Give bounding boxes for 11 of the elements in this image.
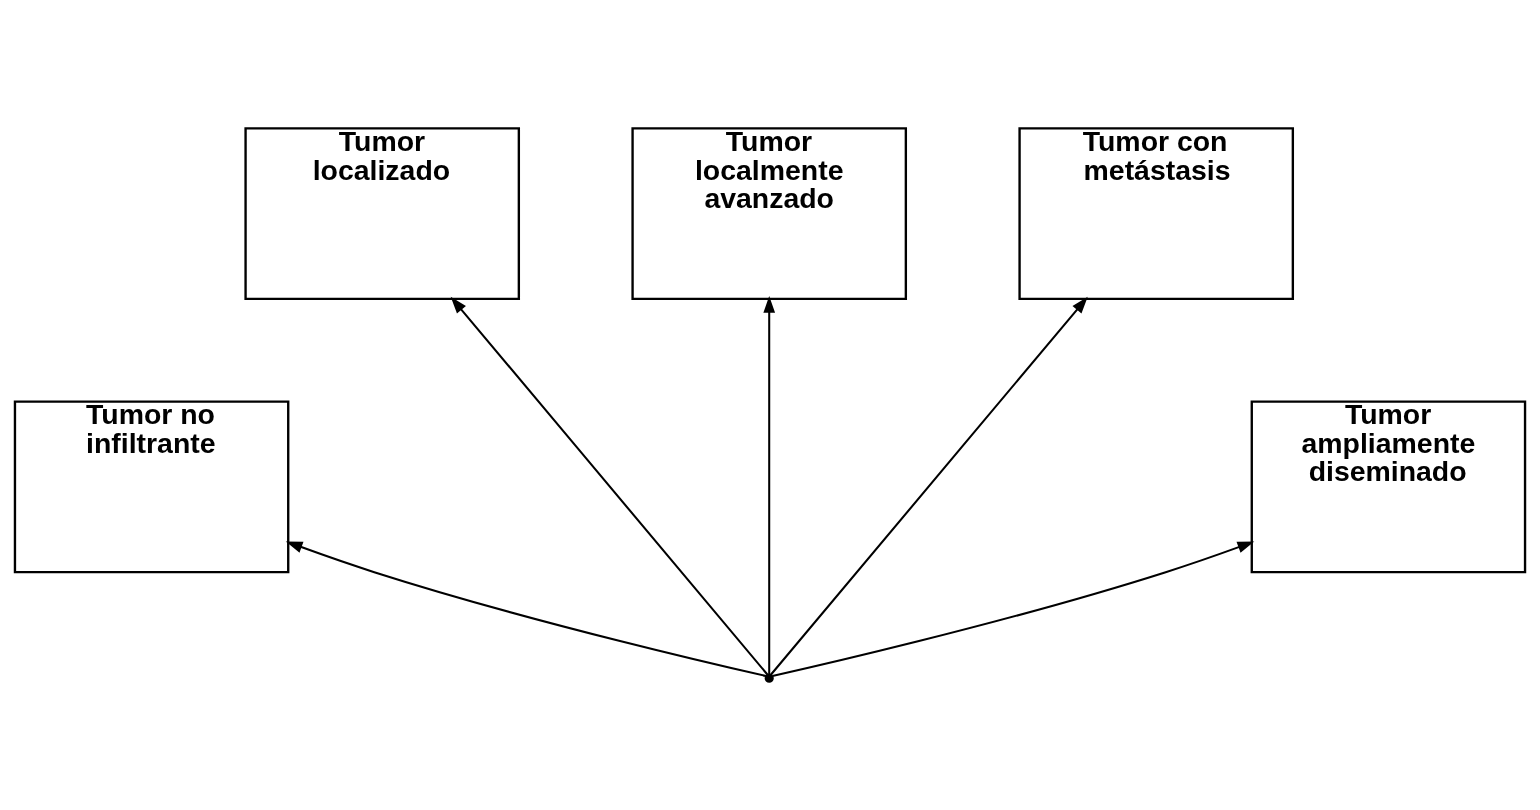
arrow [450, 296, 769, 676]
arrow [763, 296, 776, 675]
node-box: Tumor no infiltrante [13, 400, 290, 574]
node-point [764, 673, 774, 683]
node-box: Tumor localmente avanzado [631, 127, 908, 301]
node-box: Tumor localizado [244, 127, 521, 301]
node-box: Tumor con metástasis [1018, 127, 1295, 301]
arrow [772, 541, 1255, 677]
arrow [285, 541, 767, 677]
node-box: Tumor ampliamente diseminado [1250, 400, 1527, 574]
arrow [769, 296, 1088, 676]
